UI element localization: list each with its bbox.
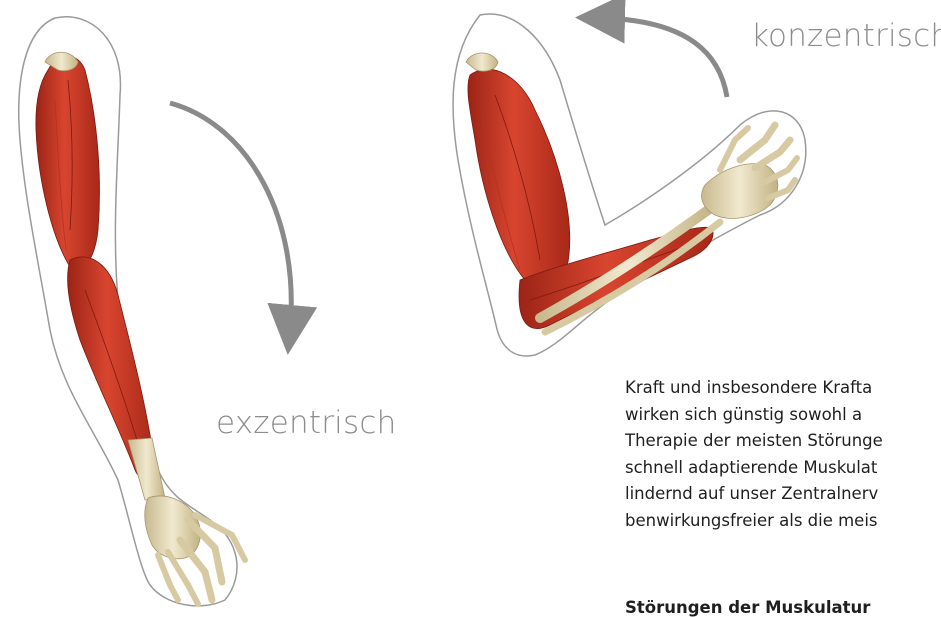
paragraph-line: lindernd auf unser Zentralnerv (625, 481, 941, 508)
label-exzentrisch: exzentrisch (216, 405, 396, 441)
body-paragraph: Kraft und insbesondere Krafta wirken sic… (625, 375, 941, 534)
concentric-arrow (600, 18, 727, 97)
extended-arm (19, 17, 245, 606)
paragraph-line: schnell adaptierende Muskulat (625, 455, 941, 482)
paragraph-line: wirken sich günstig sowohl a (625, 402, 941, 429)
eccentric-arrow (170, 103, 291, 330)
paragraph-line: benwirkungsfreier als die meis (625, 508, 941, 535)
flexed-arm (453, 14, 806, 356)
right-hand (702, 125, 797, 218)
section-heading: Störungen der Muskulatur (625, 598, 870, 617)
paragraph-line: Therapie der meisten Störunge (625, 428, 941, 455)
left-hand (145, 496, 245, 604)
label-konzentrisch: konzentrisch (751, 18, 941, 54)
paragraph-line: Kraft und insbesondere Krafta (625, 375, 941, 402)
